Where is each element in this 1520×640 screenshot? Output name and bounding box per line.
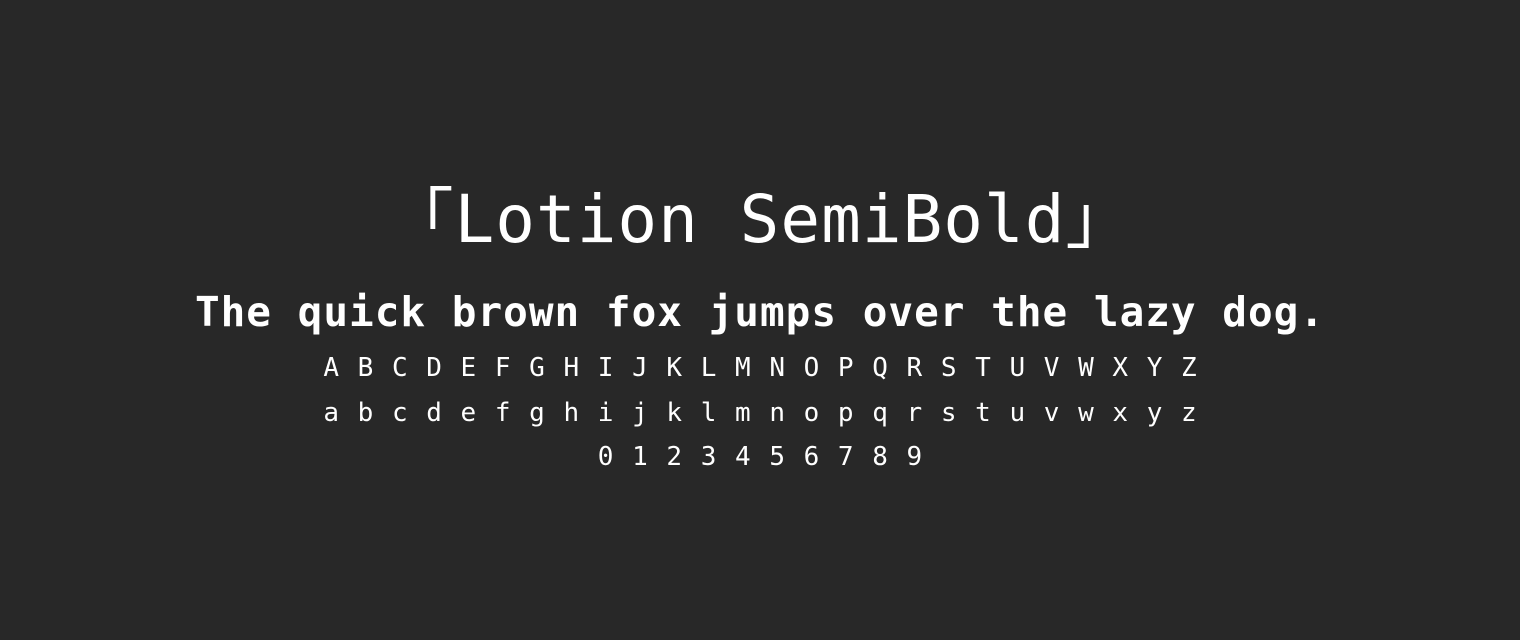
- pangram-sample: The quick brown fox jumps over the lazy …: [194, 288, 1326, 336]
- lowercase-alphabet: a b c d e f g h i j k l m n o p q r s t …: [323, 398, 1197, 428]
- font-title: 「Lotion SemiBold」: [387, 181, 1133, 258]
- uppercase-alphabet: A B C D E F G H I J K L M N O P Q R S T …: [323, 353, 1197, 383]
- digit-set: 0 1 2 3 4 5 6 7 8 9: [597, 442, 923, 472]
